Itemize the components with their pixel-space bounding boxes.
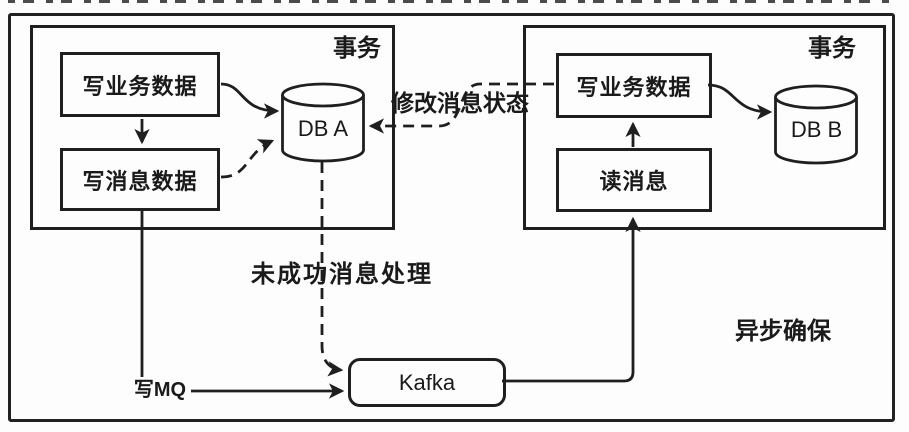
db-b-label: DB B <box>790 117 843 142</box>
right-write-business-label: 写业务数据 <box>576 74 692 100</box>
right-read-message-label: 读消息 <box>599 169 669 194</box>
left-write-message-label: 写消息数据 <box>82 168 198 194</box>
outer-border <box>8 13 895 422</box>
left-write-message-box: 写消息数据 <box>60 148 220 211</box>
left-write-business-label: 写业务数据 <box>82 73 198 99</box>
kafka-label: Kafka <box>398 369 456 395</box>
cropped-text-artifact-strip <box>8 0 892 3</box>
right-transaction-frame <box>523 25 886 230</box>
async-ensure-label: 异步确保 <box>735 318 831 345</box>
right-read-message-box: 读消息 <box>556 148 712 212</box>
write-mq-label: 写MQ <box>133 379 187 401</box>
modify-message-status-label: 修改消息状态 <box>391 90 529 116</box>
right-write-business-box: 写业务数据 <box>556 53 712 118</box>
db-a-label: DB A <box>297 116 349 141</box>
right-transaction-label: 事务 <box>808 35 856 62</box>
left-transaction-frame <box>30 25 395 230</box>
unsuccessful-message-handling-label: 未成功消息处理 <box>251 261 433 288</box>
left-write-business-box: 写业务数据 <box>60 52 220 117</box>
left-transaction-label: 事务 <box>333 35 381 62</box>
kafka-box: Kafka <box>348 358 506 407</box>
